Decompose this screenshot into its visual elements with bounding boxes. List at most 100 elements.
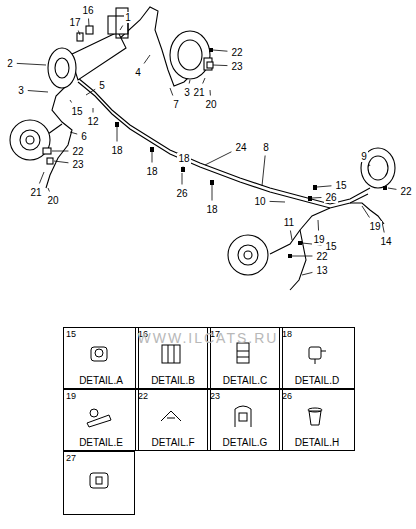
callout-number: 13 bbox=[315, 265, 328, 276]
leader-line bbox=[183, 166, 184, 168]
leader-line bbox=[213, 65, 227, 67]
callout-number: 3 bbox=[17, 85, 25, 96]
detail-caption: DETAIL.F bbox=[136, 437, 210, 450]
leader-line bbox=[205, 152, 231, 165]
callout-number: 22 bbox=[399, 186, 412, 197]
leader-line bbox=[70, 132, 77, 134]
detail-caption: DETAIL.D bbox=[280, 375, 354, 388]
callout-number: 8 bbox=[262, 142, 270, 153]
callout-number: 4 bbox=[134, 67, 142, 78]
leader-lines bbox=[17, 19, 397, 276]
detail-number: 23 bbox=[208, 390, 220, 401]
leader-line bbox=[54, 161, 68, 163]
leader-line bbox=[388, 188, 396, 189]
leader-line bbox=[369, 165, 371, 167]
callout-number: 16 bbox=[81, 5, 94, 16]
callout-number: 21 bbox=[29, 187, 42, 198]
leader-line bbox=[382, 222, 384, 233]
leader-line bbox=[290, 231, 292, 241]
leader-line bbox=[312, 197, 321, 198]
detail-cell: 27 bbox=[63, 451, 135, 515]
components bbox=[10, 8, 395, 275]
detail-caption: DETAIL.G bbox=[208, 437, 282, 450]
callout-number: 20 bbox=[46, 195, 59, 206]
leader-line bbox=[28, 91, 48, 92]
callout-number: 9 bbox=[360, 151, 368, 162]
leader-line bbox=[292, 256, 312, 257]
leader-line bbox=[210, 90, 211, 96]
leader-line bbox=[189, 80, 191, 84]
leader-line bbox=[52, 151, 68, 152]
detail-caption: DETAIL.A bbox=[64, 375, 138, 388]
callout-number: 5 bbox=[98, 80, 106, 91]
leader-line bbox=[362, 206, 369, 218]
leader-line bbox=[317, 186, 331, 187]
callout-number: 22 bbox=[315, 251, 328, 262]
detail-cell: 22DETAIL.F bbox=[135, 389, 211, 451]
detail-number: 18 bbox=[280, 328, 292, 339]
callout-number: 18 bbox=[205, 204, 218, 215]
leader-line bbox=[203, 78, 205, 84]
callout-number: 2 bbox=[6, 58, 14, 69]
leader-line bbox=[212, 185, 213, 201]
detail-cell: 23DETAIL.G bbox=[207, 389, 283, 451]
detail-number: 26 bbox=[280, 390, 292, 401]
callout-number: 22 bbox=[71, 146, 84, 157]
callout-number: 23 bbox=[230, 61, 243, 72]
callout-number: 11 bbox=[283, 217, 295, 228]
leader-line bbox=[270, 201, 285, 203]
callout-number: 23 bbox=[71, 159, 84, 170]
leader-line bbox=[93, 108, 94, 113]
leader-line bbox=[39, 172, 44, 184]
callout-number: 10 bbox=[253, 196, 266, 207]
callout-number: 18 bbox=[145, 166, 158, 177]
leader-line bbox=[152, 152, 153, 163]
clips bbox=[115, 48, 387, 258]
leader-line bbox=[213, 50, 227, 51]
callout-number: 20 bbox=[204, 99, 217, 110]
leader-line bbox=[120, 26, 123, 31]
leader-line bbox=[182, 173, 183, 185]
leader-line bbox=[117, 127, 118, 142]
callout-number: 18 bbox=[177, 153, 190, 164]
callout-number: 1 bbox=[124, 12, 132, 23]
callout-number: 26 bbox=[175, 188, 188, 199]
leader-line bbox=[70, 100, 72, 103]
callout-number: 15 bbox=[70, 106, 83, 117]
leader-line bbox=[88, 19, 89, 27]
leader-line bbox=[144, 55, 150, 64]
detail-cell: 18DETAIL.D bbox=[279, 327, 355, 389]
callout-number: 22 bbox=[230, 47, 243, 58]
callout-number: 7 bbox=[172, 99, 180, 110]
callout-number: 24 bbox=[234, 142, 247, 153]
leader-line bbox=[318, 220, 320, 231]
callout-number: 26 bbox=[324, 192, 337, 203]
detail-caption: DETAIL.C bbox=[208, 375, 282, 388]
callout-number: 19 bbox=[368, 221, 381, 232]
detail-caption: DETAIL.H bbox=[280, 437, 354, 450]
leader-line bbox=[48, 188, 49, 192]
detail-caption: DETAIL.E bbox=[64, 437, 138, 450]
detail-number: 22 bbox=[136, 390, 148, 401]
callout-number: 3 bbox=[183, 87, 191, 98]
leader-line bbox=[17, 63, 46, 65]
callout-number: 6 bbox=[80, 131, 88, 142]
leader-line bbox=[262, 156, 265, 187]
callout-number: 14 bbox=[379, 236, 392, 247]
leader-line bbox=[170, 88, 173, 96]
leader-line bbox=[302, 272, 312, 275]
detail-number: 15 bbox=[64, 328, 76, 339]
callout-number: 18 bbox=[110, 145, 123, 156]
leader-line bbox=[86, 89, 95, 95]
callout-number: 17 bbox=[68, 17, 81, 28]
detail-cell: 26DETAIL.H bbox=[279, 389, 355, 451]
detail-cell: 15DETAIL.A bbox=[63, 327, 139, 389]
detail-number: 27 bbox=[64, 452, 76, 463]
watermark: WWW.ILCATS.RU bbox=[138, 331, 279, 346]
callout-number: 15 bbox=[334, 180, 347, 191]
leader-line bbox=[78, 31, 80, 36]
callout-number: 12 bbox=[86, 116, 99, 127]
callout-number: 21 bbox=[192, 87, 205, 98]
detail-caption: DETAIL.B bbox=[136, 375, 210, 388]
